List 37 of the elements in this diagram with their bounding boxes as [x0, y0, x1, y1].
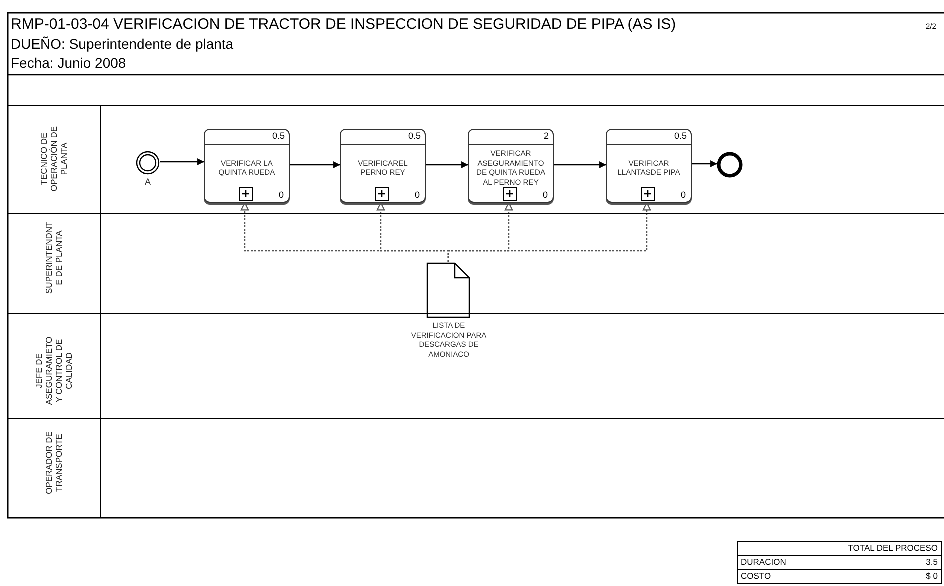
owner-text: DUEÑO: Superintendente de planta	[11, 36, 234, 52]
sequence-arrow	[426, 162, 468, 168]
swimlane	[8, 418, 944, 518]
table-header: TOTAL DEL PROCESO	[847, 542, 939, 555]
cost-value: 0	[680, 190, 686, 200]
task-box	[468, 129, 554, 203]
swimlane	[8, 105, 944, 213]
table-cell-text: $ 0	[925, 570, 939, 583]
sequence-arrow	[692, 160, 718, 168]
association-connector	[448, 202, 652, 262]
duration-value: 0.5	[272, 131, 285, 141]
duration-value: 2	[544, 131, 549, 141]
document-icon	[427, 263, 470, 318]
swimlane	[8, 313, 944, 418]
cost-value: 0	[542, 190, 548, 200]
start-event-circle	[136, 151, 160, 175]
sequence-arrow	[554, 162, 606, 168]
date-text: Fecha: Junio 2008	[11, 55, 126, 71]
cost-value: 0	[414, 190, 420, 200]
lane-label: TECNICO DE OPERACIÓN DE PLANTA	[39, 125, 69, 194]
lane-label: SUPERINTENDNT E DE PLANTA	[44, 222, 64, 294]
cost-value: 0	[278, 190, 284, 200]
task-box	[204, 129, 290, 203]
table-cell-text: DURACION	[740, 556, 788, 569]
end-event-circle	[717, 152, 743, 178]
diagram-title: RMP-01-03-04 VERIFICACION DE TRACTOR DE INSPECCION DE SEGURIDAD DE PIPA (AS IS)	[11, 16, 676, 33]
lane-label: JEFE DE ASEGURAMIETO Y CONTROL DE CALIDAD	[34, 335, 74, 406]
duration-value: 0.5	[408, 131, 421, 141]
lane-label: OPERADOR DE TRANSPORTE	[44, 430, 64, 496]
node-caption: A	[144, 178, 152, 188]
table-cell-text: COSTO	[740, 570, 772, 583]
table-cell-text: 3.5	[925, 556, 939, 569]
task-box	[340, 129, 426, 203]
task-box	[606, 129, 692, 203]
duration-value: 0.5	[674, 131, 687, 141]
sequence-arrow	[290, 162, 340, 168]
sequence-arrow	[160, 158, 204, 166]
